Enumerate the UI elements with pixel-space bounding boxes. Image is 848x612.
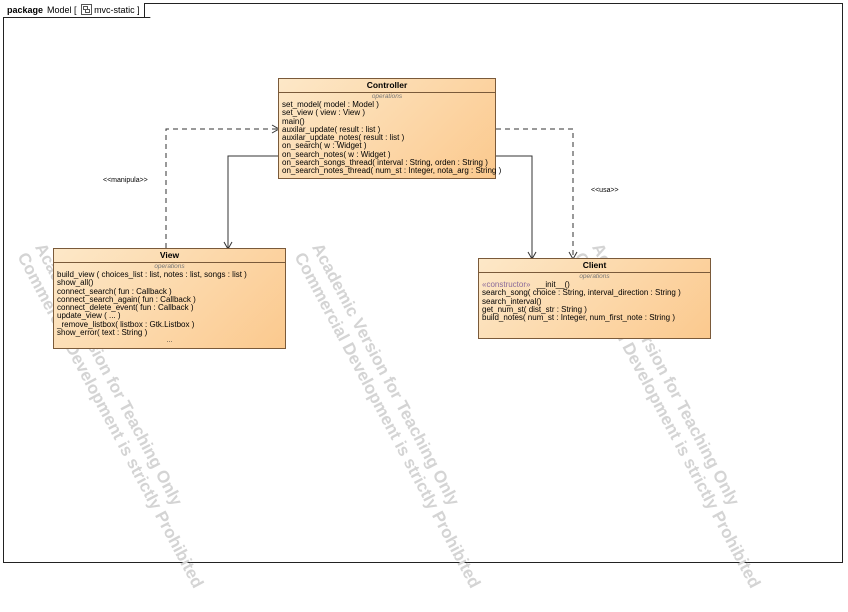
operation-item: show_error( text : String ) — [57, 328, 148, 338]
manipula-dependency-line — [165, 128, 278, 248]
more-operations: ... — [166, 337, 173, 345]
diagram-name: mvc-static — [94, 5, 135, 15]
operation-item: main() — [282, 116, 305, 126]
controller-class[interactable]: Controller operations set_model( model :… — [278, 78, 502, 179]
operation-item: connect_search( fun : Callback ) — [57, 286, 172, 296]
operation-item: auxilar_update_notes( result : list ) — [282, 133, 405, 143]
operation-item: connect_search_again( fun : Callback ) — [57, 294, 196, 304]
class-name: Client — [479, 259, 710, 273]
operation-item: connect_delete_event( fun : Callback ) — [57, 303, 194, 313]
operation-item: build_view ( choices_list : list, notes … — [57, 270, 247, 279]
operation-item: auxilar_update( result : list ) — [282, 124, 381, 134]
operations-list: search_song( choice : String, interval_d… — [479, 288, 710, 323]
package-name: Model — [47, 5, 72, 15]
client-class[interactable]: Client operations «constructor» __init__(… — [478, 258, 711, 339]
diagram-icon — [81, 4, 93, 15]
constructor-operation: «constructor» __init__() — [479, 280, 710, 289]
operation-item: on_search_songs_thread( interval : Strin… — [282, 158, 488, 168]
operation-item: on_search_notes_thread( num_st : Integer… — [282, 166, 502, 176]
operations-list: build_view ( choices_list : list, notes … — [54, 270, 285, 338]
operations-label: operations — [371, 93, 403, 100]
operation-item: build_notes( num_st : Integer, num_first… — [482, 313, 675, 323]
operation-item: on_search( w : Widget ) — [282, 141, 367, 151]
view-class[interactable]: View operations build_view ( choices_lis… — [53, 248, 286, 349]
operation-item: get_num_st( dist_str : String ) — [482, 304, 587, 314]
operations-label: operations — [154, 263, 185, 270]
controller-client-association — [496, 155, 533, 258]
operation-item: set_view ( view : View ) — [282, 108, 365, 118]
constructor-name: __init__() — [536, 280, 570, 289]
operation-item: show_all() — [57, 278, 94, 288]
controller-view-association — [227, 155, 278, 248]
class-name: View — [54, 249, 285, 263]
operation-item: search_song( choice : String, interval_d… — [482, 288, 681, 298]
operations-label: operations — [579, 273, 610, 280]
usa-dependency-line — [496, 128, 574, 258]
class-name: Controller — [279, 79, 495, 93]
constructor-stereotype: «constructor» — [482, 280, 531, 289]
operations-list: set_model( model : Model )set_view ( vie… — [279, 100, 502, 176]
operation-item: update_view ( ... ) — [57, 311, 121, 321]
operation-item: set_model( model : Model ) — [282, 100, 379, 109]
operation-item: _remove_listbox( listbox : Gtk.Listbox ) — [57, 319, 195, 329]
operation-item: on_search_notes( w : Widget ) — [282, 149, 391, 159]
package-keyword: package — [7, 5, 44, 15]
usa-label: <<usa>> — [591, 187, 619, 194]
operation-item: search_interval() — [482, 296, 542, 306]
manipula-label: <<manipula>> — [103, 177, 148, 184]
